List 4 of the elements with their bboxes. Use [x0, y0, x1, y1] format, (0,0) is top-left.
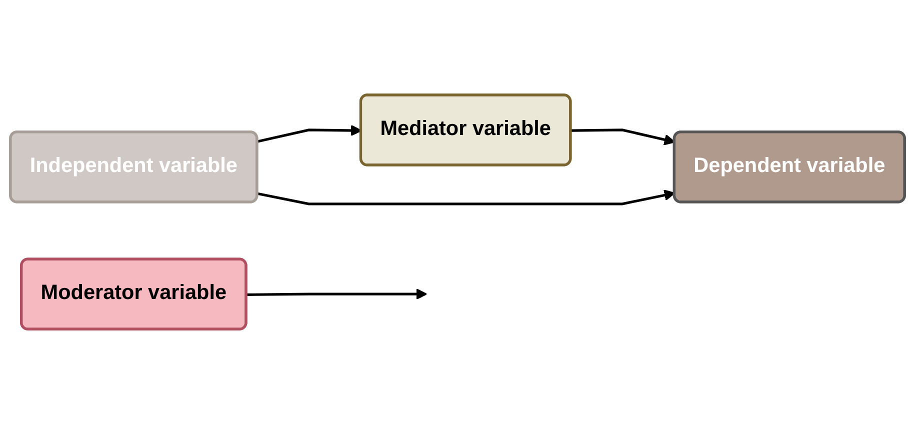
- variable-box: Moderator variable: [20, 258, 248, 330]
- variable-box: Dependent variable: [672, 130, 906, 204]
- variable-box: Mediator variable: [359, 94, 572, 166]
- variable-box: Independent variable: [9, 130, 258, 204]
